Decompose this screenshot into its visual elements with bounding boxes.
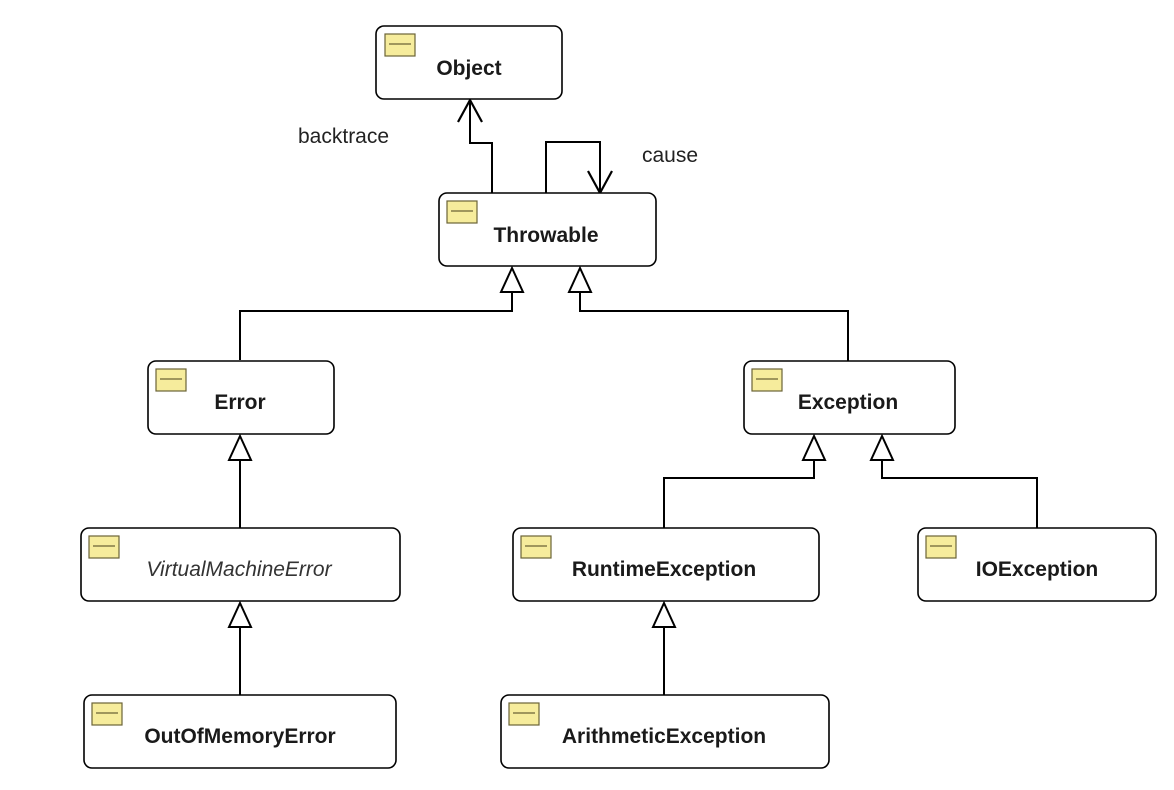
class-object[interactable]: Object [375, 25, 563, 100]
class-runtime-exception[interactable]: RuntimeException [512, 527, 820, 602]
class-icon [751, 368, 783, 392]
class-icon [88, 535, 120, 559]
class-icon [384, 33, 416, 57]
generalization-arrow-head [651, 600, 677, 628]
generalization-arrow-head [869, 433, 895, 461]
class-icon [520, 535, 552, 559]
class-name: Error [214, 391, 265, 414]
class-error[interactable]: Error [147, 360, 335, 435]
class-name: RuntimeException [572, 558, 756, 581]
class-icon [91, 702, 123, 726]
class-out-of-memory-error[interactable]: OutOfMemoryError [83, 694, 397, 769]
class-icon [155, 368, 187, 392]
class-name: OutOfMemoryError [144, 725, 335, 748]
class-io-exception[interactable]: IOException [917, 527, 1157, 602]
class-icon [508, 702, 540, 726]
edge-ioexception-exception [869, 433, 1038, 528]
edge-arithmetic-runtime [651, 600, 677, 695]
edge-exception-throwable [567, 265, 849, 361]
edge-backtrace [457, 97, 493, 193]
class-icon [925, 535, 957, 559]
class-arithmetic-exception[interactable]: ArithmeticException [500, 694, 830, 769]
edge-vmerror-error [227, 433, 253, 528]
class-exception[interactable]: Exception [743, 360, 956, 435]
class-name: VirtualMachineError [146, 558, 332, 581]
edge-cause [545, 141, 613, 196]
edge-runtime-exception [663, 433, 827, 528]
generalization-arrow-head [227, 600, 253, 628]
label-backtrace: backtrace [298, 125, 389, 148]
edge-error-throwable [239, 265, 525, 360]
class-name: Exception [798, 391, 898, 414]
generalization-arrow-head [567, 265, 593, 293]
edge-oom-vmerror [227, 600, 253, 695]
class-name: IOException [976, 558, 1099, 581]
class-name: ArithmeticException [562, 725, 766, 748]
label-cause: cause [642, 144, 698, 167]
association-arrow-head [457, 97, 483, 123]
class-name: Object [436, 57, 501, 80]
class-icon [446, 200, 478, 224]
generalization-arrow-head [227, 433, 253, 461]
class-name: Throwable [493, 224, 598, 247]
generalization-arrow-head [801, 433, 827, 461]
class-virtual-machine-error[interactable]: VirtualMachineError [80, 527, 401, 602]
generalization-arrow-head [499, 265, 525, 293]
class-throwable[interactable]: Throwable [438, 192, 657, 267]
